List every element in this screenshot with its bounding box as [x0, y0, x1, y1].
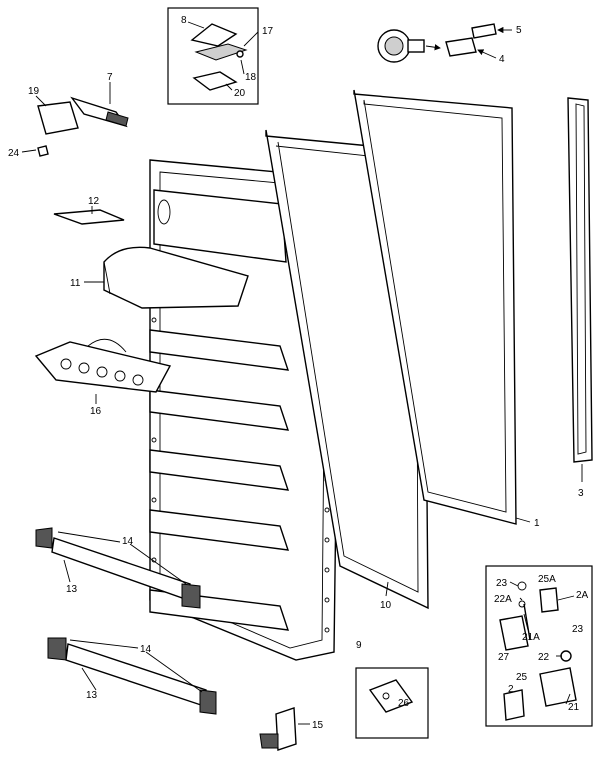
door-shelf-4 [149, 509, 290, 551]
label-1: 1 [534, 518, 540, 529]
label-21a: 21A [522, 632, 540, 643]
label-7: 7 [107, 72, 113, 83]
label-9: 9 [356, 640, 362, 651]
shelf-bar-bottom [47, 637, 217, 715]
label-21: 21 [568, 702, 580, 713]
callout-labels: 8 17 18 20 5 4 7 19 24 12 11 16 3 1 14 1… [8, 15, 589, 731]
control-knob-group [377, 23, 512, 63]
label-22: 22 [538, 652, 550, 663]
label-16: 16 [90, 406, 102, 417]
label-18: 18 [245, 72, 257, 83]
label-2: 2 [508, 684, 514, 695]
top-compartment [153, 189, 287, 263]
part-12-cover [53, 209, 125, 225]
label-10: 10 [380, 600, 392, 611]
label-19: 19 [28, 86, 40, 97]
label-17: 17 [262, 26, 274, 37]
label-5: 5 [516, 25, 522, 36]
label-12: 12 [88, 196, 100, 207]
label-25a: 25A [538, 574, 556, 585]
part-3-trim [567, 97, 593, 482]
door-shelf-3 [149, 449, 290, 491]
door-shelf-2 [149, 389, 290, 431]
label-23a: 23 [496, 578, 508, 589]
part-1-door-panel [353, 89, 531, 525]
label-13b: 13 [86, 690, 98, 701]
label-15: 15 [312, 720, 324, 731]
door-shelf-1 [149, 329, 290, 371]
label-4: 4 [499, 54, 505, 65]
part-19-bracket [37, 101, 79, 135]
part-4-plate [445, 37, 477, 57]
part-8-cover [190, 23, 238, 47]
label-22a: 22A [494, 594, 512, 605]
inset-box-26 [355, 667, 429, 739]
label-23b: 23 [572, 624, 584, 635]
label-2a: 2A [576, 590, 589, 601]
label-25: 25 [516, 672, 528, 683]
part-5-label [471, 23, 497, 39]
part-17-plate [194, 43, 248, 61]
label-26: 26 [398, 698, 410, 709]
inset-hinge-assembly [485, 565, 593, 727]
inset-hinge-parts [167, 7, 259, 105]
part-11-dairy-door [103, 246, 249, 309]
label-20: 20 [234, 88, 246, 99]
label-11: 11 [70, 278, 81, 289]
label-13a: 13 [66, 584, 78, 595]
part-16-egg-tray [34, 338, 172, 404]
label-14a: 14 [122, 536, 134, 547]
part-24-screw [37, 145, 49, 157]
label-14b: 14 [140, 644, 152, 655]
part-15-hinge-cap [259, 707, 310, 751]
part-20-bracket [192, 71, 238, 91]
part-18-screw [236, 50, 244, 58]
label-3: 3 [578, 488, 584, 499]
hinge-parts-left [21, 82, 129, 157]
label-27: 27 [498, 652, 510, 663]
shelf-bar-mid [35, 527, 201, 609]
label-24: 24 [8, 148, 20, 159]
label-8: 8 [181, 15, 187, 26]
inset-box-top [167, 7, 259, 105]
